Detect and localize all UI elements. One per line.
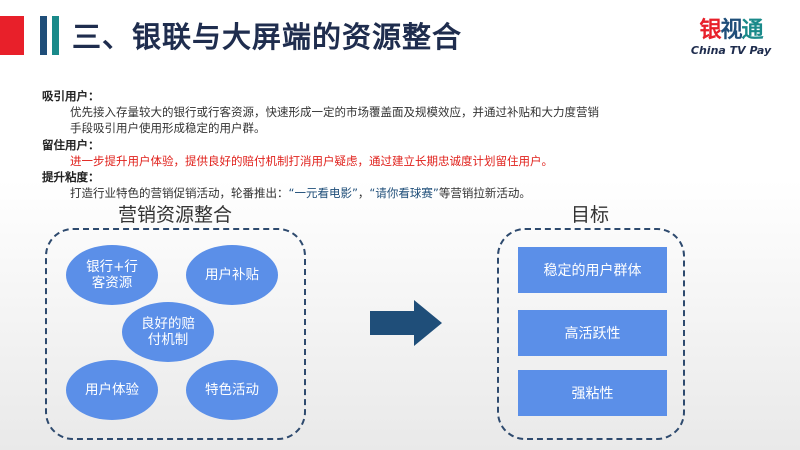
teal-bar <box>52 16 59 55</box>
resource-bank: 银行+行客资源 <box>66 245 158 305</box>
retain-heading: 留住用户： <box>42 138 100 152</box>
goal-stable-users: 稳定的用户群体 <box>518 247 667 293</box>
promo-football: “请你看球赛” <box>369 186 439 200</box>
logo: 银视通 China TV Pay <box>686 12 776 57</box>
goals-title: 目标 <box>570 204 609 226</box>
stick-sep: ， <box>357 186 370 200</box>
resources-title: 营销资源整合 <box>117 204 232 226</box>
stick-pre: 打造行业特色的营销促销活动，轮番推出： <box>70 186 289 200</box>
attract-line-2: 手段吸引用户使用形成稳定的用户群。 <box>70 121 266 135</box>
logo-cn: 银视通 <box>699 18 763 43</box>
arrow-right-icon <box>370 300 442 346</box>
logo-en: China TV Pay <box>690 44 772 57</box>
resource-compensation: 良好的赔付机制 <box>122 302 214 362</box>
goal-high-activity: 高活跃性 <box>518 310 667 356</box>
stick-heading: 提升粘度： <box>42 170 100 184</box>
stick-line: 打造行业特色的营销促销活动，轮番推出：“一元看电影”，“请你看球赛”等营销拉新活… <box>70 185 531 201</box>
resource-subsidy: 用户补贴 <box>186 245 278 305</box>
attract-heading: 吸引用户： <box>42 89 100 103</box>
stick-post: 等营销拉新活动。 <box>438 186 531 200</box>
goal-stickiness: 强粘性 <box>518 370 667 416</box>
navy-bar <box>40 16 47 55</box>
page-title: 三、银联与大屏端的资源整合 <box>72 20 463 54</box>
attract-line-1: 优先接入存量较大的银行或行客资源，快速形成一定的市场覆盖面及规模效应，并通过补贴… <box>70 105 599 119</box>
resource-activities: 特色活动 <box>186 360 278 420</box>
resources-box <box>45 228 306 440</box>
resource-experience: 用户体验 <box>66 360 158 420</box>
retain-line: 进一步提升用户体验，提供良好的赔付机制打消用户疑虑，通过建立长期忠诚度计划留住用… <box>70 154 553 168</box>
red-bar <box>0 16 24 55</box>
goals-box <box>497 228 685 440</box>
promo-movie: “一元看电影” <box>288 186 358 200</box>
